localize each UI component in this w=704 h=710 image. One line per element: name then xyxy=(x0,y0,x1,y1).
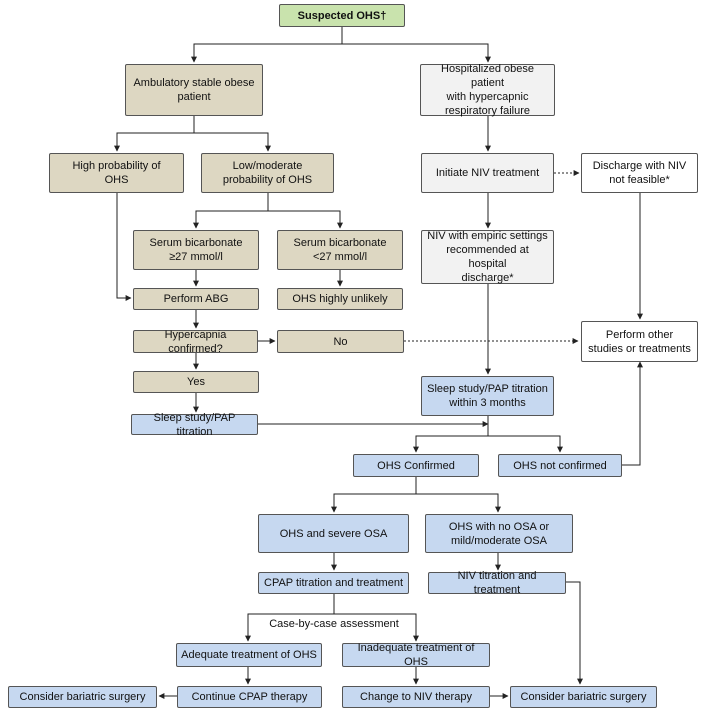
node-bicarb-high: Serum bicarbonate ≥27 mmol/l xyxy=(133,230,259,270)
node-ohs-not-confirmed: OHS not confirmed xyxy=(498,454,622,477)
label-case-by-case: Case-by-case assessment xyxy=(269,618,399,630)
node-ohs-confirmed: OHS Confirmed xyxy=(353,454,479,477)
edge-niv-bariatric xyxy=(566,581,583,685)
edge-to-bicarb-low xyxy=(268,210,343,229)
node-high-probability: High probability of OHS xyxy=(49,153,184,193)
edge-highprob-abg xyxy=(116,193,132,301)
node-yes: Yes xyxy=(133,371,259,393)
edge-to-ohs-not xyxy=(488,435,563,453)
node-sleep-study-pap: Sleep study/PAP titration xyxy=(131,412,258,438)
node-no: No xyxy=(277,330,404,353)
node-perform-abg: Perform ABG xyxy=(133,288,259,310)
edge-to-ambulatory xyxy=(191,43,342,63)
node-bariatric-left: Consider bariatric surgery xyxy=(8,686,157,708)
node-inadequate-treatment: Inadequate treatment of OHS xyxy=(342,642,490,668)
node-ohs-severe-osa: OHS and severe OSA xyxy=(258,514,409,553)
node-suspected-ohs: Suspected OHS† xyxy=(279,4,405,27)
node-low-probability: Low/moderate probability of OHS xyxy=(201,153,334,193)
node-ambulatory: Ambulatory stable obese patient xyxy=(125,64,263,116)
edge-to-bicarb-high xyxy=(193,210,268,229)
node-cpap-titration: CPAP titration and treatment xyxy=(258,572,409,594)
node-bariatric-right: Consider bariatric surgery xyxy=(510,686,657,708)
edge-to-adequate xyxy=(245,613,334,642)
edge-to-inadequate xyxy=(334,613,419,642)
node-niv-empiric: NIV with empiric settings recommended at… xyxy=(421,230,554,284)
edge-to-low-prob xyxy=(194,132,271,152)
edge-to-severe xyxy=(331,493,416,513)
edge-notconfirmed-other xyxy=(622,361,643,466)
node-hypercapnia: Hypercapnia confirmed? xyxy=(133,329,258,355)
edge-to-high-prob xyxy=(114,132,194,152)
node-niv-titration: NIV titration and treatment xyxy=(428,570,566,596)
node-discharge-niv: Discharge with NIV not feasible* xyxy=(581,153,698,193)
node-change-niv: Change to NIV therapy xyxy=(342,686,490,708)
node-continue-cpap: Continue CPAP therapy xyxy=(177,686,322,708)
node-sleep-study-3-months: Sleep study/PAP titration within 3 month… xyxy=(421,376,554,416)
node-ohs-no-osa: OHS with no OSA or mild/moderate OSA xyxy=(425,514,573,553)
edge-to-no-osa xyxy=(416,493,501,513)
node-adequate-treatment: Adequate treatment of OHS xyxy=(176,643,322,667)
node-other-studies: Perform other studies or treatments xyxy=(581,321,698,362)
edge-to-ohs-confirmed xyxy=(413,435,488,453)
node-bicarb-low: Serum bicarbonate <27 mmol/l xyxy=(277,230,403,270)
node-ohs-unlikely: OHS highly unlikely xyxy=(277,288,403,310)
edge-to-hospitalized xyxy=(342,43,491,63)
node-initiate-niv: Initiate NIV treatment xyxy=(421,153,554,193)
node-hospitalized: Hospitalized obese patient with hypercap… xyxy=(420,63,555,117)
